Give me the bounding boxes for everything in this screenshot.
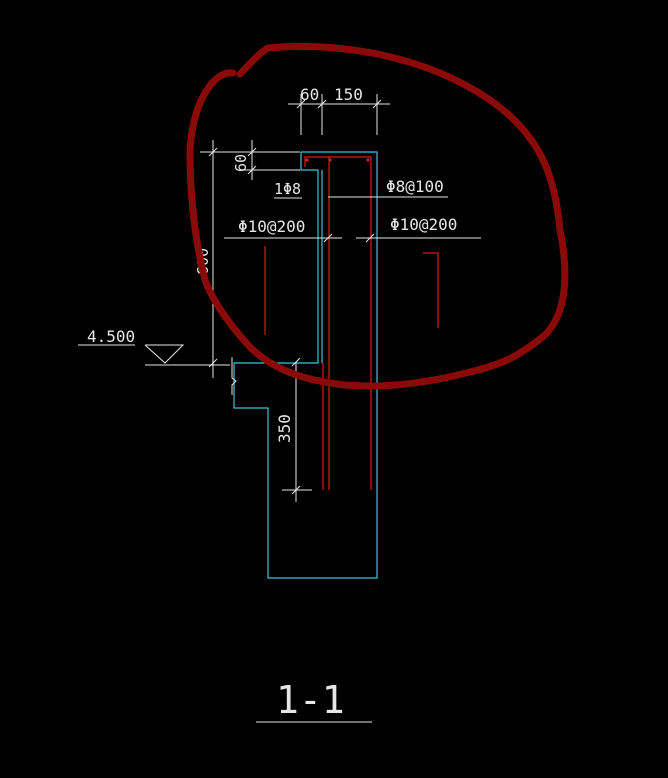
elevation-marker <box>78 344 230 366</box>
hand-drawn-circle-markup <box>186 42 569 390</box>
concrete-outline <box>233 151 378 579</box>
stirrup-rebar <box>304 156 372 490</box>
rebar-leaders <box>224 196 481 243</box>
lower-dimension <box>231 357 312 502</box>
left-dimension <box>200 140 300 378</box>
corner-bar-dot <box>305 158 309 162</box>
left-vertical-label: Φ10@200 <box>238 217 305 236</box>
section-title: 1-1 <box>276 678 345 722</box>
elevation-label: 4.500 <box>87 327 135 346</box>
dim-60-left: 60 <box>232 154 250 172</box>
dim-60-top: 60 <box>300 85 319 104</box>
top-dimension <box>288 94 390 135</box>
dim-350-lower: 350 <box>275 414 294 443</box>
right-vertical-label: Φ10@200 <box>390 215 457 234</box>
stirrup-label: Φ8@100 <box>386 177 444 196</box>
corner-bar-label: 1Φ8 <box>274 180 301 198</box>
right-vertical-rebar <box>423 252 439 328</box>
dim-150-top: 150 <box>334 85 363 104</box>
